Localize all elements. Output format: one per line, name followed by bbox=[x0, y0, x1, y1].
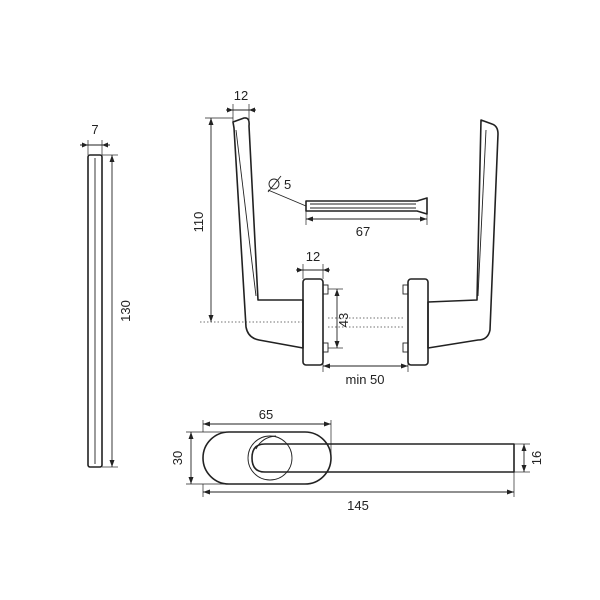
lever-top-view bbox=[251, 443, 515, 473]
left-rose bbox=[302, 278, 324, 366]
dim-label-67: 67 bbox=[356, 224, 370, 239]
top-view: 65 30 145 16 bbox=[170, 407, 544, 513]
dim-label-7: 7 bbox=[91, 122, 98, 137]
lever-boss bbox=[247, 435, 293, 481]
spindle-view: 5 67 bbox=[267, 175, 428, 239]
right-rose-screw-top bbox=[402, 284, 409, 295]
right-lever bbox=[427, 119, 499, 349]
dim-label-110: 110 bbox=[191, 212, 206, 233]
dim-label-diameter-5: 5 bbox=[284, 177, 291, 192]
dim-label-130: 130 bbox=[118, 300, 133, 322]
handle-side-profile bbox=[87, 154, 103, 468]
dim-label-min-50: min 50 bbox=[345, 372, 384, 387]
dim-label-30: 30 bbox=[170, 451, 185, 465]
spindle-rod bbox=[305, 197, 428, 215]
right-rose bbox=[407, 278, 429, 366]
dim-label-12-rose: 12 bbox=[306, 249, 320, 264]
dim-label-65: 65 bbox=[259, 407, 273, 422]
dim-label-43: 43 bbox=[336, 313, 351, 327]
diameter-leader bbox=[267, 189, 307, 207]
dim-label-145: 145 bbox=[347, 498, 369, 513]
diameter-symbol bbox=[268, 178, 280, 190]
rose-top-view bbox=[202, 431, 332, 485]
dim-label-12-top: 12 bbox=[234, 88, 248, 103]
side-profile-view: 7 130 bbox=[80, 122, 133, 468]
right-rose-screw-bottom bbox=[402, 342, 409, 353]
front-view: 12 110 12 43 min 50 bbox=[191, 88, 499, 387]
dim-label-16: 16 bbox=[529, 451, 544, 465]
left-rose-screw-bottom bbox=[322, 342, 329, 353]
left-rose-screw-top bbox=[322, 284, 329, 295]
left-lever bbox=[232, 117, 304, 349]
